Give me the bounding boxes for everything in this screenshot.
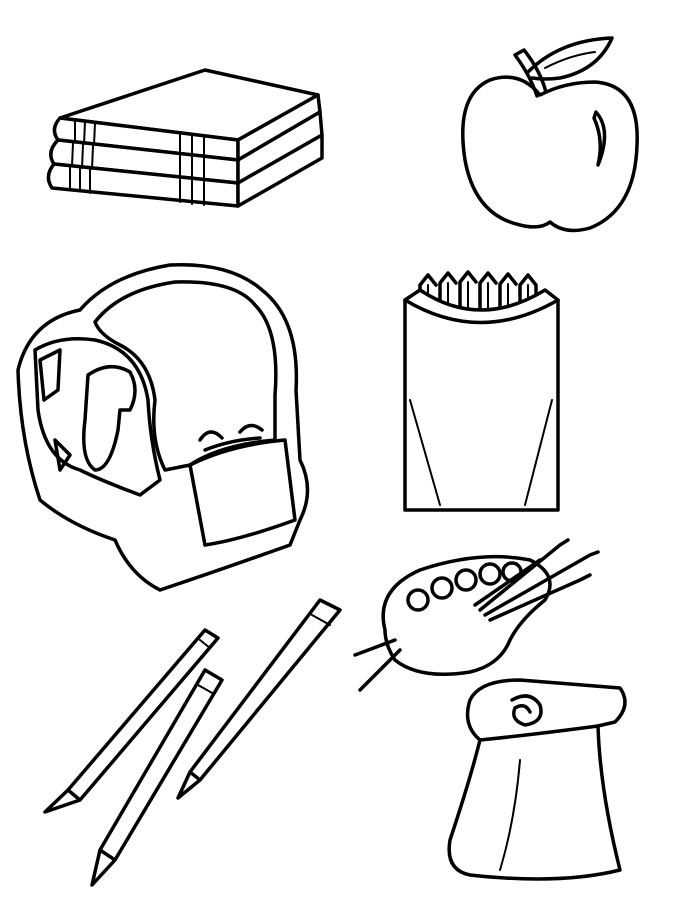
apple-icon <box>461 36 639 233</box>
pencils-icon <box>43 598 342 887</box>
lunch-bag-icon <box>447 678 627 881</box>
paint-palette-icon <box>353 538 600 692</box>
backpack-icon <box>16 262 310 592</box>
book-stack-icon <box>46 68 324 208</box>
crayon-box-icon <box>403 270 560 512</box>
